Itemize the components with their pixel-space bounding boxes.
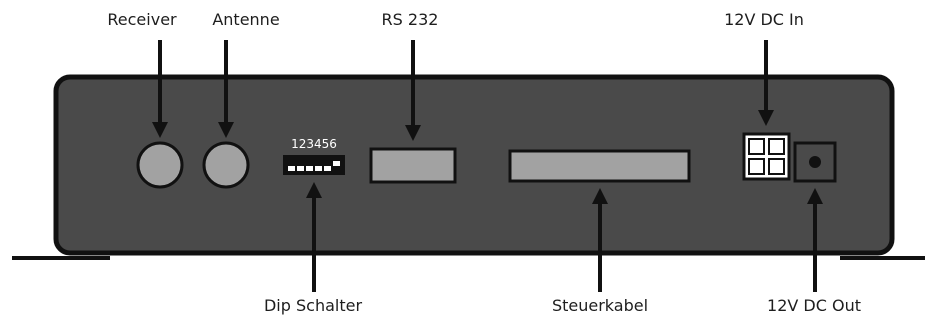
rs232-label: RS 232: [381, 10, 439, 29]
dip-switch-4: [315, 166, 322, 171]
dip-numbers: 123456: [291, 137, 337, 151]
dip-switch-1: [288, 166, 295, 171]
device-housing: [53, 74, 895, 256]
dc-in-pin-1: [748, 138, 765, 155]
receiver-socket: [136, 141, 184, 189]
steuerkabel-label: Steuerkabel: [551, 296, 649, 315]
dc-in-pin-2: [768, 138, 785, 155]
dc-in-pin-3: [748, 158, 765, 175]
antenne-label: Antenne: [212, 10, 280, 29]
dc-out-hole: [809, 156, 821, 168]
dip-switch-5: [324, 166, 331, 171]
dip-switch-2: [297, 166, 304, 171]
rs232-port: [369, 147, 457, 184]
dip-label: Dip Schalter: [263, 296, 363, 315]
steuerkabel-port: [508, 149, 691, 183]
dc-in-label: 12V DC In: [724, 10, 804, 29]
dc-out-label: 12V DC Out: [767, 296, 861, 315]
dip-switch-6: [333, 161, 340, 166]
antenne-socket: [202, 141, 250, 189]
dip-switch-3: [306, 166, 313, 171]
dc-in-pin-4: [768, 158, 785, 175]
receiver-label: Receiver: [107, 10, 177, 29]
